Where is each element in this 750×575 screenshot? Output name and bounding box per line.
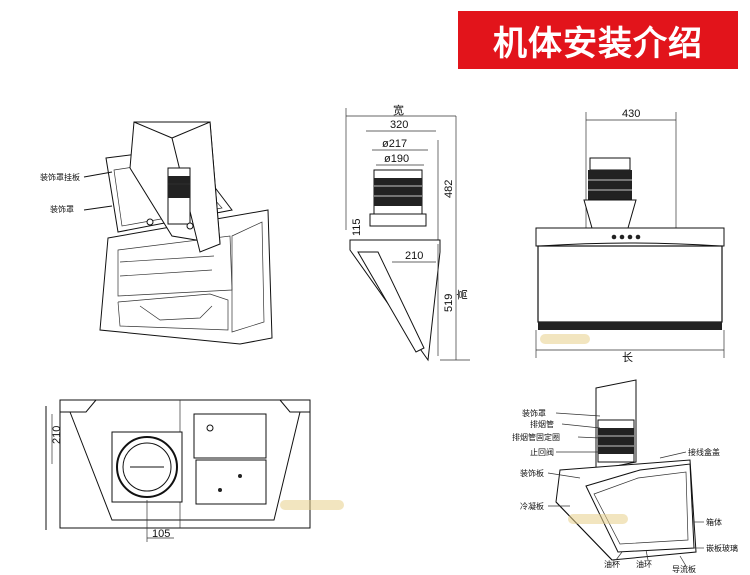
front-view: 430 长 xyxy=(535,108,725,364)
dim-plan-105: 105 xyxy=(152,528,170,540)
label-condenser: 冷凝板 xyxy=(520,501,544,511)
dim-offset-210: 210 xyxy=(405,250,423,262)
label-oil-cup: 油杯 xyxy=(604,559,620,569)
dim-width-430: 430 xyxy=(622,108,640,120)
dim-diameter-190: ø190 xyxy=(384,153,409,165)
dim-offset-115: 115 xyxy=(351,218,363,236)
dim-height-482: 482 xyxy=(443,180,455,198)
label-check-valve: 止回阀 xyxy=(530,447,554,457)
exploded-view: 装饰罩 排烟管 排烟管固定圈 止回阀 装饰板 冷凝板 接线盒盖 箱体 嵌板玻璃 … xyxy=(512,379,738,574)
dim-width-label: 宽 xyxy=(393,103,404,117)
dim-depth-320: 320 xyxy=(390,119,408,131)
dim-diameter-217: ø217 xyxy=(382,138,407,150)
label-wire-cover: 接线盒盖 xyxy=(688,447,720,457)
label-cover: 装饰罩 xyxy=(522,408,546,418)
banner-title: 机体安装介绍 xyxy=(493,23,703,64)
side-view: 宽 320 ø217 ø190 482 115 210 519 高 xyxy=(345,103,470,362)
label-cover: 装饰罩 xyxy=(50,204,74,214)
dim-height-label: 高 xyxy=(455,289,469,300)
title-banner: 机体安装介绍 xyxy=(458,11,738,69)
label-body: 箱体 xyxy=(706,517,722,527)
label-panel: 装饰板 xyxy=(520,468,544,478)
dim-height-519: 519 xyxy=(443,294,455,312)
label-cover-hanger: 装饰罩挂板 xyxy=(40,172,80,182)
dim-plan-210: 210 xyxy=(51,426,63,444)
dim-length-label: 长 xyxy=(622,351,633,364)
iso-view: 装饰罩挂板 装饰罩 xyxy=(40,121,273,345)
label-glass: 嵌板玻璃 xyxy=(706,543,738,553)
plan-view: 210 105 xyxy=(45,399,344,542)
exploded-labels: 装饰罩 排烟管 排烟管固定圈 止回阀 装饰板 冷凝板 接线盒盖 箱体 嵌板玻璃 … xyxy=(512,408,738,574)
label-duct: 排烟管 xyxy=(530,419,554,429)
label-guide-plate: 导流板 xyxy=(672,564,696,574)
label-duct-ring: 排烟管固定圈 xyxy=(512,432,560,442)
label-oil-tray: 油环 xyxy=(636,559,652,569)
